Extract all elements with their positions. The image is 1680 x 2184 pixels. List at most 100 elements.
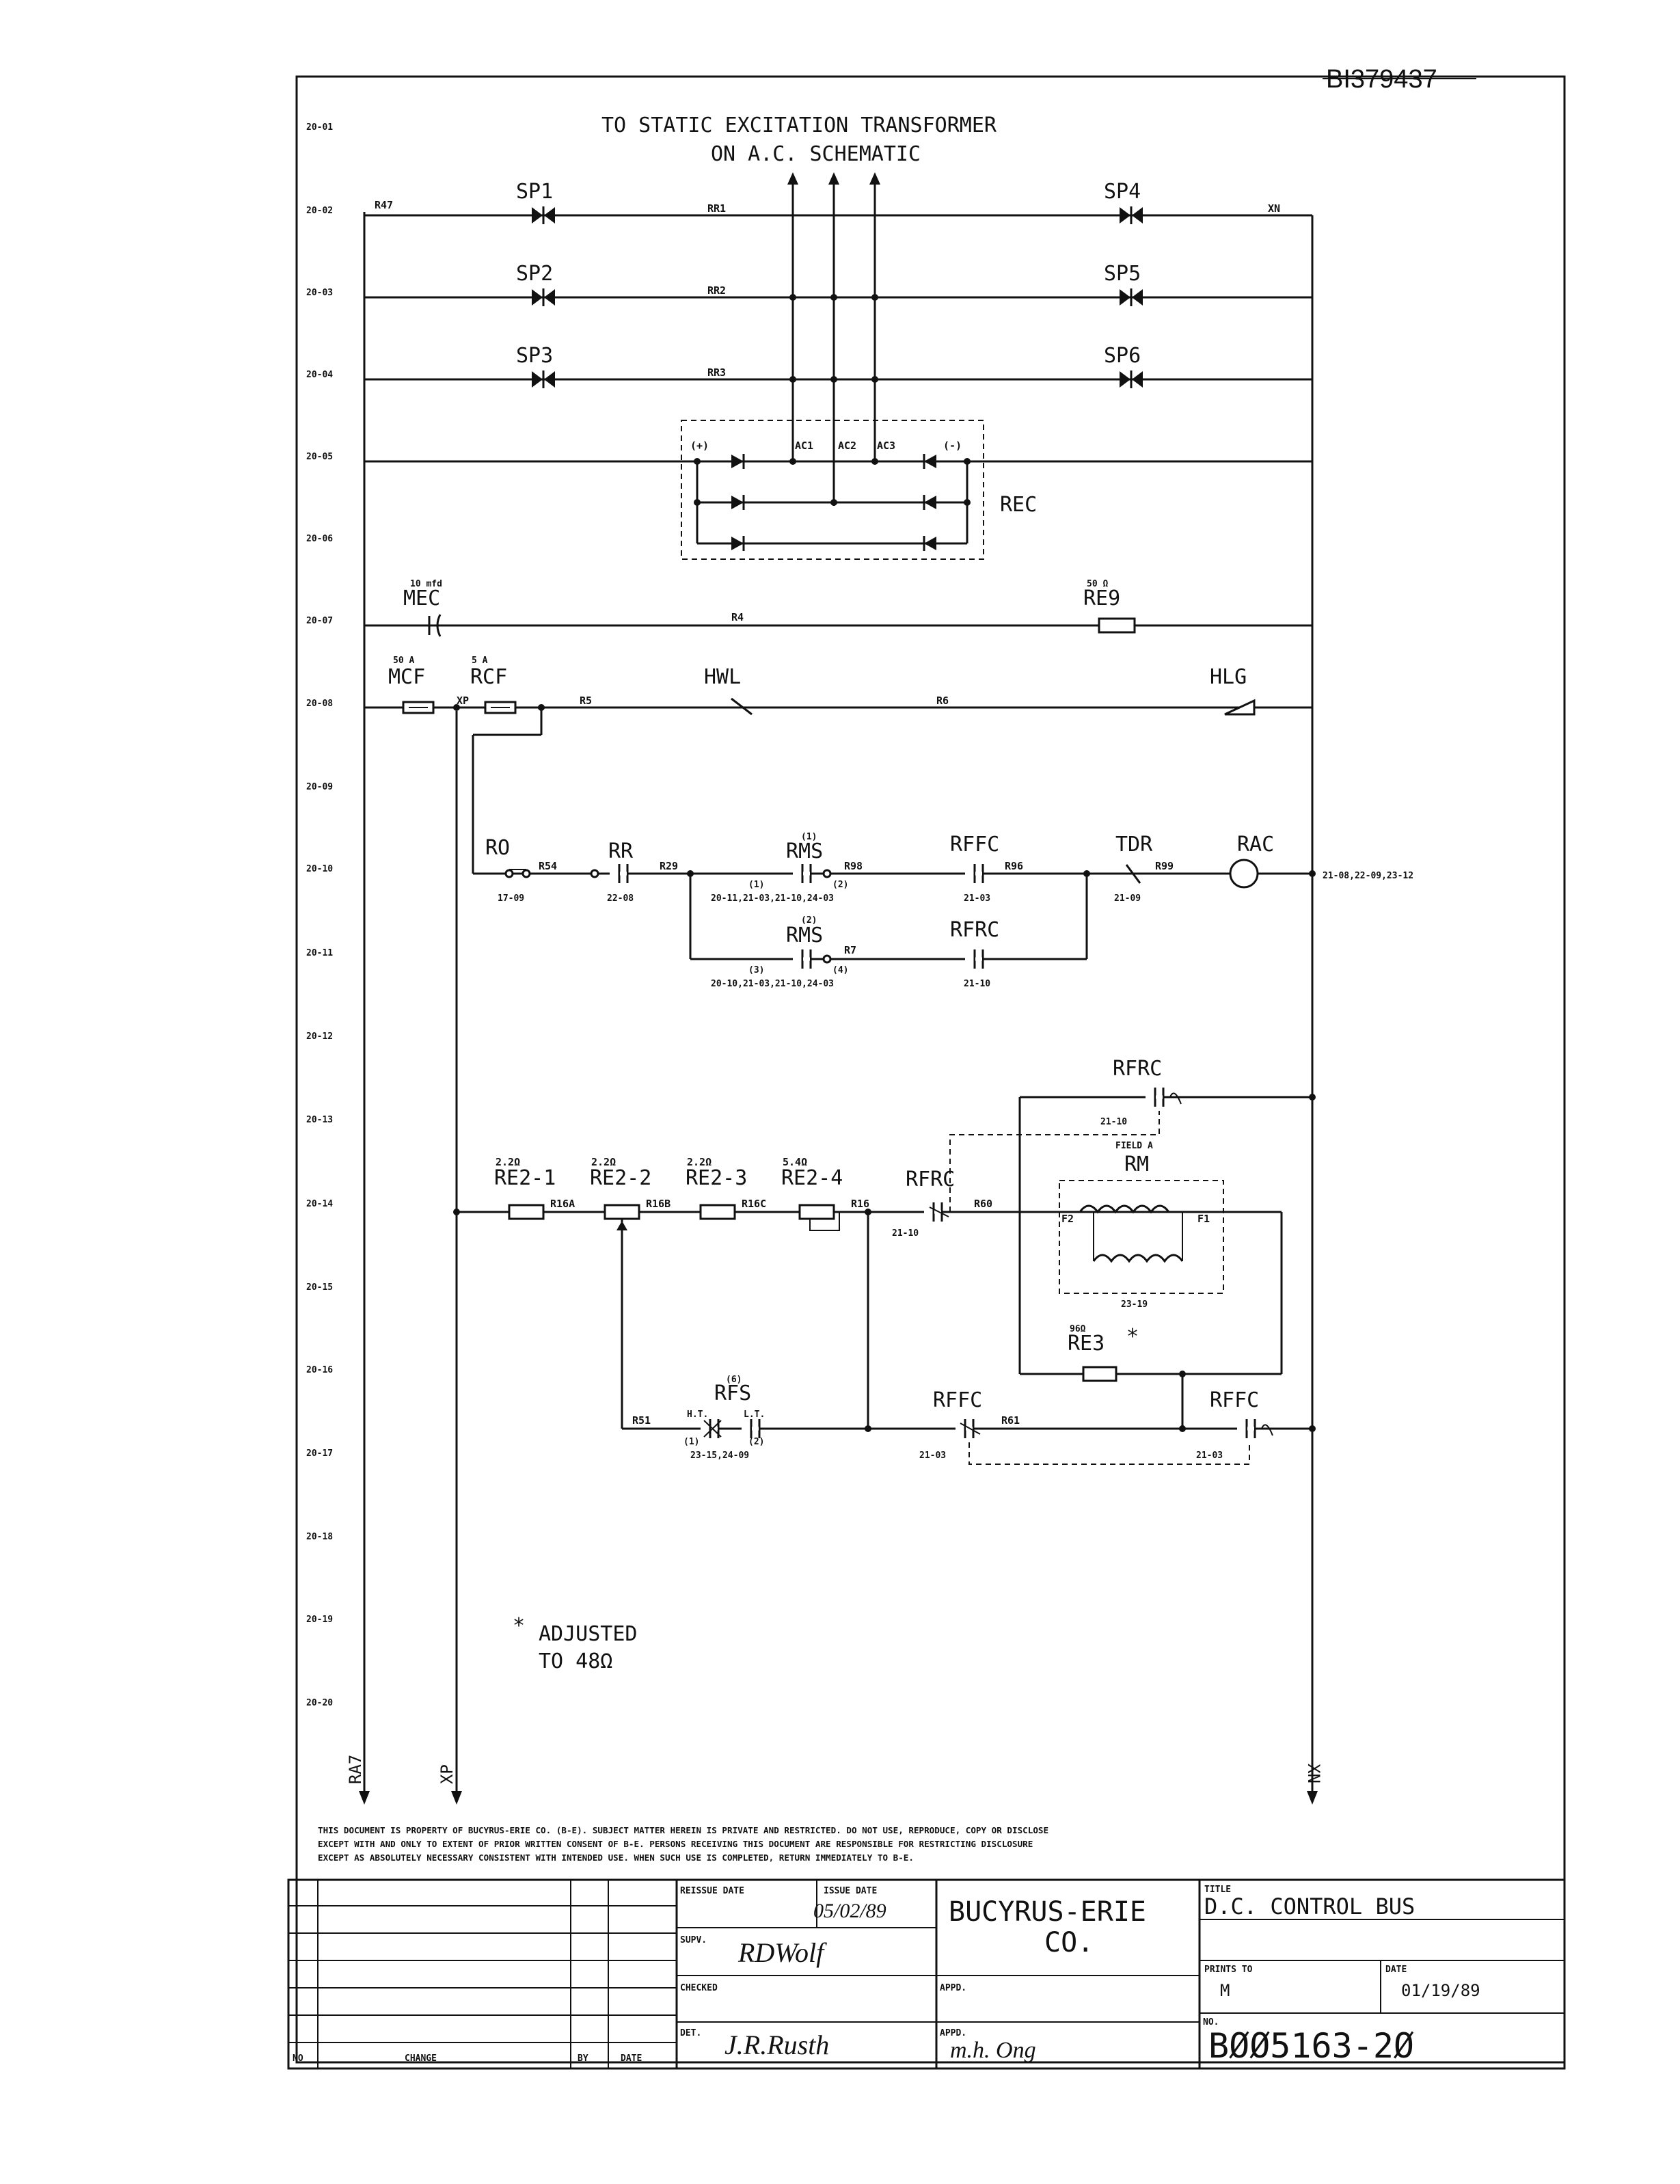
note-line1: ADJUSTED — [539, 1622, 638, 1646]
re3-value: 96Ω — [1070, 1324, 1086, 1334]
label-ac2: AC2 — [838, 440, 856, 452]
rec-minus: (-) — [943, 440, 962, 452]
tb-appd-label-2: APPD. — [940, 2028, 966, 2038]
right-bus-arrow — [1307, 1791, 1318, 1805]
wire-r54: R54 — [539, 860, 557, 872]
rm-ref: 23-19 — [1121, 1299, 1148, 1310]
mec-value: 10 mfd — [410, 579, 442, 589]
rms1-index: (1) — [801, 832, 817, 842]
row-number: 20-04 — [306, 370, 333, 380]
rms2-ref: 20-10,21-03,21-10,24-03 — [711, 979, 834, 989]
label-re2-4: RE2-4 — [781, 1166, 843, 1190]
wire-r6: R6 — [936, 695, 949, 707]
re2-1-value: 2.2Ω — [496, 1156, 520, 1168]
rms1-c2: (2) — [832, 880, 848, 890]
tb-rev-date: DATE — [621, 2053, 642, 2064]
rms2-c1: (3) — [748, 965, 764, 975]
tb-appd-label-1: APPD. — [940, 1983, 966, 1993]
wire-r61: R61 — [1001, 1414, 1020, 1427]
label-mcf: MCF — [388, 665, 425, 689]
tb-title-label: TITLE — [1204, 1885, 1231, 1895]
label-rffc3: RFFC — [1210, 1388, 1259, 1412]
label-rffc2: RFFC — [933, 1388, 982, 1412]
field-a-label: FIELD A — [1115, 1141, 1153, 1151]
wire-rr1: RR1 — [707, 202, 726, 215]
rfs-c2: (2) — [748, 1437, 764, 1447]
tb-reissue-label: REISSUE DATE — [680, 1886, 744, 1896]
wire-r7: R7 — [844, 944, 856, 956]
row-08-circuit — [364, 697, 1312, 874]
label-rac: RAC — [1237, 833, 1274, 857]
re2-2-value: 2.2Ω — [591, 1156, 616, 1168]
rfs-ht: H.T. — [687, 1410, 708, 1420]
tb-company-1: BUCYRUS-ERIE — [949, 1896, 1146, 1928]
wire-r29: R29 — [660, 860, 678, 872]
header-line1: TO STATIC EXCITATION TRANSFORMER — [601, 113, 997, 137]
header-arrows — [787, 172, 880, 506]
disclaimer-line3: EXCEPT AS ABSOLUTELY NECESSARY CONSISTEN… — [318, 1852, 914, 1863]
row-number: 20-16 — [306, 1365, 333, 1375]
tb-rev-change: CHANGE — [405, 2053, 437, 2064]
rms2-index: (2) — [801, 915, 817, 926]
rffc1-ref: 21-03 — [964, 893, 990, 904]
wire-xp: XP — [457, 695, 469, 707]
label-sp5: SP5 — [1104, 262, 1141, 286]
rfs-lt: L.T. — [744, 1410, 765, 1420]
rr-ref: 22-08 — [607, 893, 634, 904]
row-07-circuit — [364, 614, 1312, 637]
bottom-ra7: RA7 — [346, 1755, 365, 1784]
tb-det-sig: J.R.Rusth — [724, 2030, 829, 2060]
row-number: 20-15 — [306, 1282, 333, 1293]
row-number: 20-14 — [306, 1199, 333, 1209]
wire-r16b: R16B — [646, 1198, 670, 1210]
row-number: 20-13 — [306, 1115, 333, 1125]
label-rms1: RMS — [786, 839, 823, 863]
row-number-column: 20-0120-0220-0320-0420-0520-0620-0720-08… — [306, 122, 333, 1708]
re3-star: * — [1126, 1325, 1139, 1349]
tb-supv-label: SUPV. — [680, 1935, 707, 1945]
left-bus-arrow — [359, 1791, 370, 1805]
label-re2-1: RE2-1 — [494, 1166, 556, 1190]
drawing-border — [295, 75, 1566, 2064]
tb-title: D.C. CONTROL BUS — [1204, 1893, 1415, 1919]
wire-r16: R16 — [851, 1198, 869, 1210]
tb-no-label: NO. — [1203, 2017, 1219, 2027]
re9-value: 50 Ω — [1087, 579, 1108, 589]
re2-4-value: 5.4Ω — [783, 1156, 807, 1168]
rms1-c1: (1) — [748, 880, 764, 890]
tb-prints-value: M — [1220, 1981, 1230, 2000]
rfs-c1: (1) — [683, 1437, 699, 1447]
row-number: 20-17 — [306, 1448, 333, 1459]
label-re2-2: RE2-2 — [590, 1166, 651, 1190]
label-hwl: HWL — [704, 665, 741, 689]
field-circuit — [453, 1088, 1316, 1465]
rffc2-ref: 21-03 — [919, 1451, 946, 1461]
label-re2-3: RE2-3 — [686, 1166, 747, 1190]
row-number: 20-03 — [306, 288, 333, 298]
label-sp6: SP6 — [1104, 344, 1141, 368]
re2-3-value: 2.2Ω — [687, 1156, 712, 1168]
tb-rev-no: NO — [293, 2053, 303, 2064]
tb-date-label: DATE — [1385, 1965, 1407, 1975]
rfs-ref: 23-15,24-09 — [690, 1451, 749, 1461]
tb-company-2: CO. — [1044, 1927, 1094, 1958]
label-sp3: SP3 — [516, 344, 553, 368]
rm-f1: F1 — [1197, 1213, 1210, 1225]
rms1-ref: 20-11,21-03,21-10,24-03 — [711, 893, 834, 904]
label-sp1: SP1 — [516, 180, 553, 204]
label-rms2: RMS — [786, 924, 823, 947]
rfrc1-ref: 21-10 — [964, 979, 990, 989]
row-number: 20-10 — [306, 864, 333, 874]
label-re3: RE3 — [1068, 1332, 1105, 1356]
ro-ref: 17-09 — [498, 893, 524, 904]
row-number: 20-18 — [306, 1532, 333, 1542]
row-number: 20-07 — [306, 616, 333, 626]
tb-rev-by: BY — [578, 2053, 588, 2064]
note-line2: TO 48Ω — [539, 1649, 612, 1673]
note-star: * — [513, 1614, 525, 1638]
mcf-value: 50 A — [393, 656, 414, 666]
wire-r16c: R16C — [742, 1198, 766, 1210]
row-number: 20-02 — [306, 206, 333, 216]
label-tdr: TDR — [1115, 833, 1153, 857]
